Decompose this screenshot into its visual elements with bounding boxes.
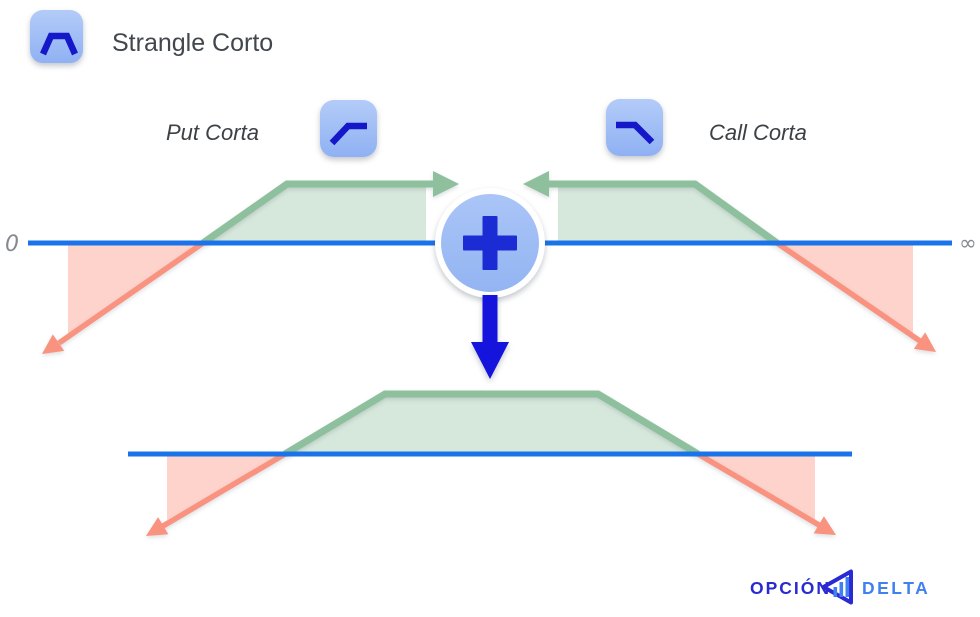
strangle-right-loss-line <box>696 451 821 528</box>
triangle-bars-logo-icon <box>821 569 853 605</box>
axis-zero-label: 0 <box>5 232 19 257</box>
short-put-loss-arrowhead-icon <box>42 334 65 354</box>
short-put-payoff-icon <box>320 100 377 157</box>
short-call-payoff <box>523 171 936 352</box>
short-put-loss-line <box>57 240 205 346</box>
short-put-profit-area <box>203 184 426 243</box>
short-call-loss-line <box>775 240 922 344</box>
brand-secondary-text: DELTA <box>862 578 930 598</box>
short-call-profit-area <box>558 184 777 243</box>
strangle-profit-area <box>285 394 698 454</box>
brand-logo: OPCIÓN DELTA <box>750 569 930 605</box>
strangle-left-arrowhead-icon <box>146 517 169 536</box>
short-call-arrowhead-left-icon <box>523 171 549 197</box>
short-call-loss-arrowhead-icon <box>913 332 936 352</box>
short-put-arrowhead-right-icon <box>433 171 459 197</box>
strangle-profit-line <box>283 390 700 458</box>
plus-icon <box>463 216 517 270</box>
down-arrow-icon <box>471 295 509 379</box>
axis-infinity-label: ∞ <box>959 231 977 255</box>
top-payoff-row: 0 ∞ <box>5 171 977 354</box>
short-put-payoff <box>42 171 459 354</box>
short-strangle-payoff-icon <box>30 10 83 63</box>
call-corta-label: Call Corta <box>709 120 807 145</box>
plus-operator <box>435 188 545 298</box>
put-corta-label: Put Corta <box>166 120 259 145</box>
strangle-right-arrowhead-icon <box>813 516 836 535</box>
header: Strangle Corto <box>30 10 273 63</box>
strangle-left-loss-line <box>161 451 287 529</box>
page-title: Strangle Corto <box>112 29 273 57</box>
brand-primary-text: OPCIÓN <box>750 577 831 598</box>
short-put-profit-line <box>200 180 435 246</box>
short-call-payoff-icon <box>606 99 663 156</box>
short-strangle-combined-payoff <box>128 390 852 536</box>
short-call-profit-line <box>547 180 780 246</box>
